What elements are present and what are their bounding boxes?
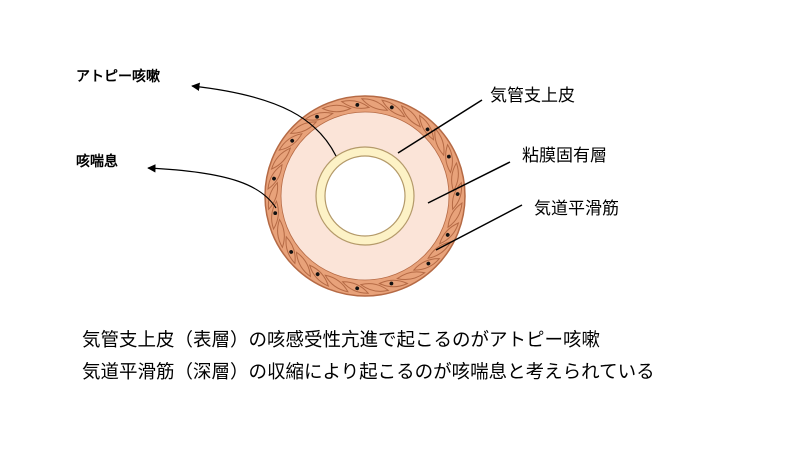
- spindle-cell-icon: [321, 104, 352, 113]
- smooth-muscle-cells: [267, 98, 463, 294]
- caption-line-2: 気道平滑筋（深層）の収縮により起こるのが咳喘息と考えられている: [82, 362, 655, 383]
- spindle-cell-icon: [271, 200, 279, 231]
- cough-asthma-arrow: [147, 164, 277, 209]
- cough-asthma-label: 咳喘息: [76, 153, 118, 170]
- spindle-cell-icon: [278, 132, 303, 151]
- spindle-cell-icon: [270, 147, 292, 170]
- spindle-cell-icon: [359, 283, 390, 292]
- spindle-cell-icon: [285, 235, 296, 265]
- spindle-cell-icon: [277, 218, 285, 249]
- epithelium-pointer-line: [397, 99, 483, 154]
- nucleus-dot-icon: [315, 114, 319, 119]
- nucleus-dot-icon: [272, 176, 276, 181]
- nucleus-dot-icon: [426, 261, 431, 266]
- spindle-cell-icon: [418, 114, 435, 141]
- airway-lumen: [324, 155, 406, 237]
- smooth-muscle-pointer-line: [435, 204, 523, 251]
- spindle-cell-icon: [289, 121, 318, 134]
- spindle-cell-icon: [340, 100, 371, 109]
- nucleus-dot-icon: [355, 103, 360, 107]
- atopic-cough-label: アトピー咳嗽: [76, 68, 160, 85]
- spindle-cell-icon: [267, 163, 283, 191]
- spindle-cell-icon: [295, 251, 312, 278]
- spindle-cell-icon: [267, 181, 279, 211]
- spindle-cell-icon: [324, 274, 349, 293]
- nucleus-dot-icon: [425, 127, 430, 132]
- spindle-cell-icon: [438, 222, 460, 245]
- spindle-cell-icon: [308, 264, 330, 287]
- annotation-lines: [147, 82, 523, 251]
- spindle-cell-icon: [396, 271, 426, 281]
- nucleus-dot-icon: [315, 272, 320, 277]
- nucleus-dot-icon: [273, 211, 278, 216]
- nucleus-dot-icon: [445, 233, 450, 237]
- nucleus-dot-icon: [389, 281, 394, 286]
- lamina-propria-label: 粘膜固有層: [522, 146, 607, 166]
- nucleus-dot-icon: [455, 192, 460, 196]
- spindle-cell-icon: [304, 111, 334, 121]
- spindle-cell-icon: [447, 201, 463, 229]
- airway-cross-section: [264, 95, 466, 297]
- nucleus-dot-icon: [389, 105, 394, 110]
- nucleus-dot-icon: [355, 286, 360, 291]
- nucleus-dot-icon: [446, 154, 451, 159]
- nucleus-dot-icon: [290, 138, 295, 143]
- spindle-cell-icon: [400, 105, 422, 128]
- spindle-cell-icon: [378, 279, 409, 288]
- nucleus-dot-icon: [289, 250, 294, 254]
- spindle-cell-icon: [412, 258, 441, 271]
- atopic-cough-arrow: [191, 82, 337, 157]
- spindle-cell-icon: [381, 99, 406, 118]
- airway-smooth-muscle-label: 気道平滑筋: [534, 199, 619, 219]
- spindle-cell-icon: [445, 143, 453, 174]
- lamina-propria-pointer-line: [427, 161, 511, 204]
- spindle-cell-icon: [434, 127, 445, 157]
- caption-line-1: 気管支上皮（表層）の咳感受性亢進で起こるのがアトピー咳嗽: [82, 330, 600, 351]
- spindle-cell-icon: [360, 98, 389, 111]
- spindle-cell-icon: [341, 281, 370, 294]
- airway-epithelium-label: 気管支上皮: [490, 86, 575, 106]
